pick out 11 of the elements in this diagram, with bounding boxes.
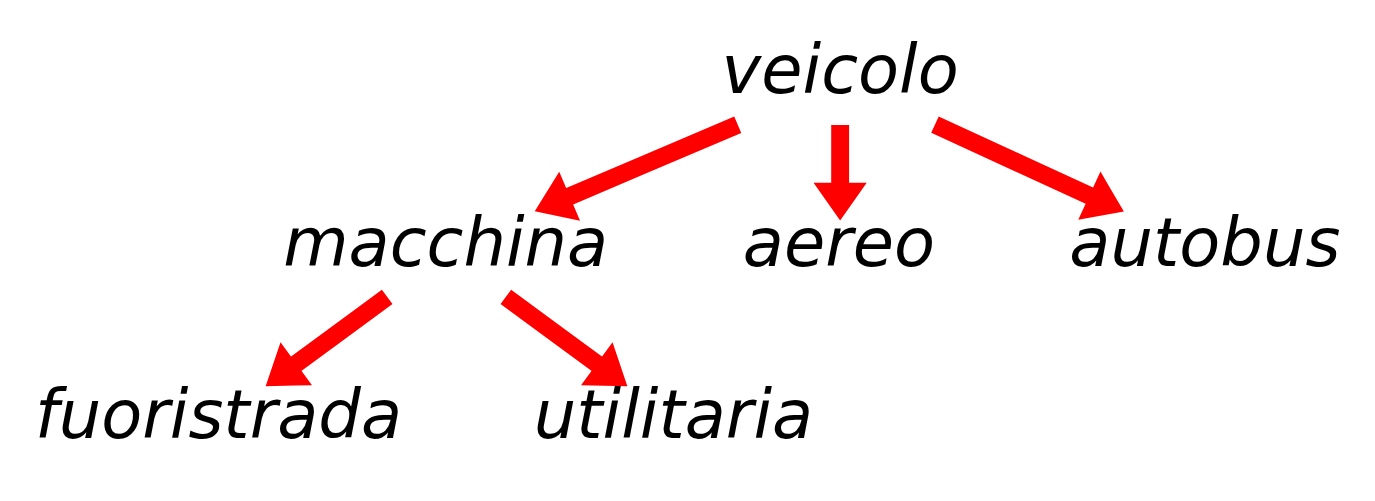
node-text: veicolo	[721, 30, 959, 109]
node-text: utilitaria	[533, 375, 814, 454]
node-text: aereo	[742, 203, 936, 282]
arrow	[500, 289, 628, 386]
node-text: fuoristrada	[35, 375, 403, 454]
arrow	[265, 289, 393, 386]
node-text: autobus	[1069, 203, 1341, 282]
node-text: macchina	[283, 203, 609, 282]
arrow	[813, 124, 867, 221]
arrow	[534, 115, 742, 221]
arrow	[931, 116, 1124, 220]
